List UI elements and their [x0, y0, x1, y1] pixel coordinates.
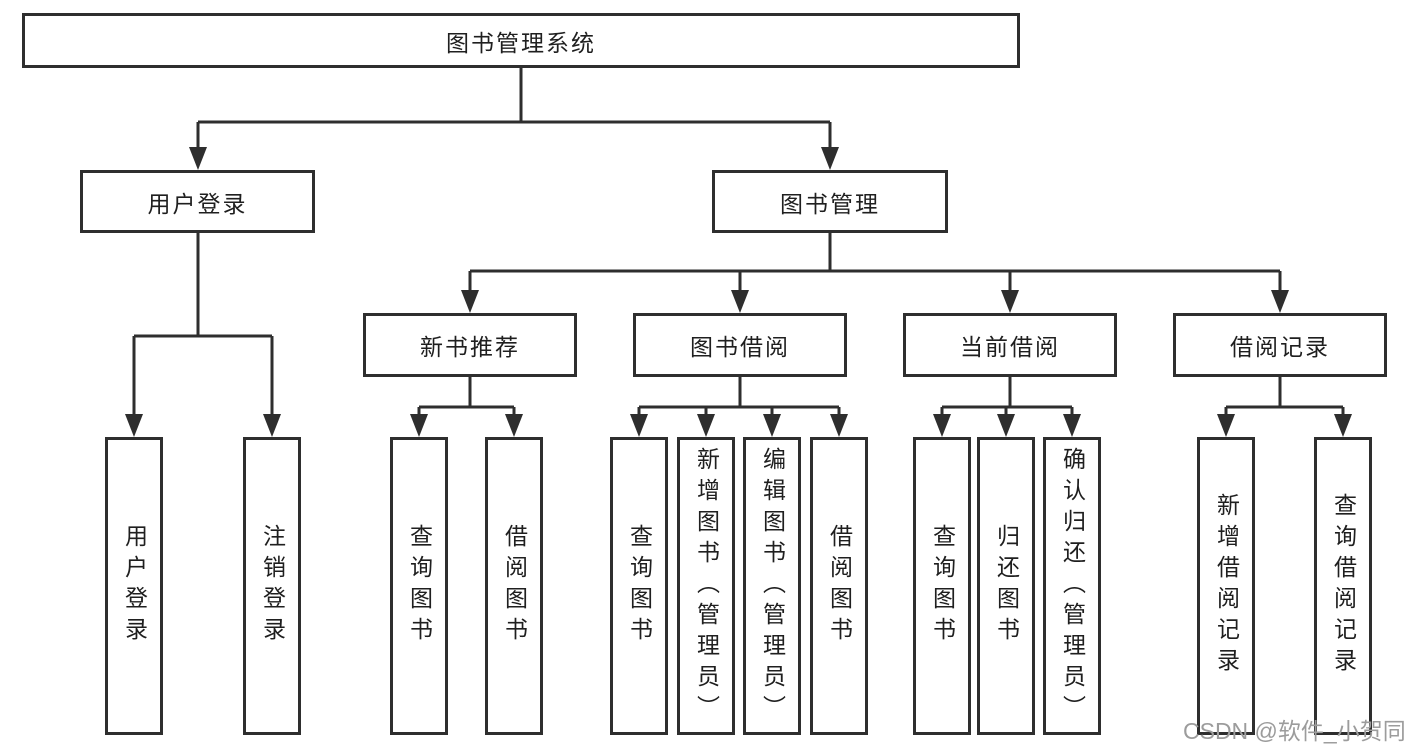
- leaf-query-books-borrow: 查询图书: [610, 437, 668, 735]
- leaf-edit-books-admin-label: 编辑图书（管理员）: [759, 446, 786, 726]
- node-library-management-system: 图书管理系统: [22, 13, 1020, 68]
- arrow-down-icon: [821, 147, 839, 170]
- arrow-down-icon: [763, 414, 781, 437]
- leaf-borrow-books-recommend: 借阅图书: [485, 437, 543, 735]
- leaf-edit-books-admin: 编辑图书（管理员）: [743, 437, 801, 735]
- node-user-login: 用户登录: [80, 170, 315, 233]
- leaf-query-books-current-label: 查询图书: [929, 524, 956, 648]
- arrow-down-icon: [997, 414, 1015, 437]
- node-new-book-recommendation-label: 新书推荐: [420, 334, 520, 360]
- node-borrowing-records: 借阅记录: [1173, 313, 1387, 377]
- node-library-management-system-label: 图书管理系统: [446, 29, 596, 56]
- csdn-watermark: CSDN @软件_小贺同学: [1183, 718, 1405, 744]
- arrow-down-icon: [125, 414, 143, 437]
- node-new-book-recommendation: 新书推荐: [363, 313, 577, 377]
- arrow-down-icon: [1334, 414, 1352, 437]
- arrow-down-icon: [1217, 414, 1235, 437]
- node-book-management-label: 图书管理: [780, 190, 880, 217]
- connector-path: [132, 68, 1345, 418]
- node-book-borrowing: 图书借阅: [633, 313, 847, 377]
- leaf-confirm-return-admin-label: 确认归还（管理员）: [1059, 446, 1086, 726]
- node-borrowing-records-label: 借阅记录: [1230, 334, 1330, 360]
- arrow-down-icon: [1271, 290, 1289, 313]
- leaf-add-borrow-record: 新增借阅记录: [1197, 437, 1255, 735]
- arrow-down-icon: [731, 290, 749, 313]
- leaf-borrow-books-recommend-label: 借阅图书: [501, 524, 528, 648]
- arrow-down-icon: [410, 414, 428, 437]
- leaf-query-borrow-record-label: 查询借阅记录: [1330, 493, 1357, 679]
- leaf-user-login-label: 用户登录: [121, 524, 148, 648]
- arrow-down-icon: [505, 414, 523, 437]
- arrow-down-icon: [1001, 290, 1019, 313]
- arrow-down-icon: [933, 414, 951, 437]
- leaf-user-login: 用户登录: [105, 437, 163, 735]
- arrow-down-icon: [830, 414, 848, 437]
- arrow-down-icon: [461, 290, 479, 313]
- arrow-down-icon: [189, 147, 207, 170]
- node-book-management: 图书管理: [712, 170, 948, 233]
- arrow-down-icon: [1063, 414, 1081, 437]
- leaf-query-borrow-record: 查询借阅记录: [1314, 437, 1372, 735]
- arrow-down-icon: [263, 414, 281, 437]
- leaf-query-books-current: 查询图书: [913, 437, 971, 735]
- node-user-login-label: 用户登录: [147, 190, 248, 217]
- leaf-query-books-borrow-label: 查询图书: [626, 524, 653, 648]
- leaf-add-borrow-record-label: 新增借阅记录: [1213, 493, 1240, 679]
- leaf-confirm-return-admin: 确认归还（管理员）: [1043, 437, 1101, 735]
- leaf-add-books-admin-label: 新增图书（管理员）: [693, 446, 720, 726]
- leaf-return-books: 归还图书: [977, 437, 1035, 735]
- leaf-query-books-recommend: 查询图书: [390, 437, 448, 735]
- node-current-borrowing-label: 当前借阅: [960, 334, 1060, 360]
- leaf-borrow-books: 借阅图书: [810, 437, 868, 735]
- leaf-borrow-books-label: 借阅图书: [826, 524, 853, 648]
- leaf-add-books-admin: 新增图书（管理员）: [677, 437, 735, 735]
- leaf-logout: 注销登录: [243, 437, 301, 735]
- node-book-borrowing-label: 图书借阅: [690, 334, 790, 360]
- arrow-down-icon: [630, 414, 648, 437]
- leaf-logout-label: 注销登录: [259, 524, 286, 648]
- node-current-borrowing: 当前借阅: [903, 313, 1117, 377]
- arrow-down-icon: [697, 414, 715, 437]
- leaf-query-books-recommend-label: 查询图书: [406, 524, 433, 648]
- leaf-return-books-label: 归还图书: [993, 524, 1020, 648]
